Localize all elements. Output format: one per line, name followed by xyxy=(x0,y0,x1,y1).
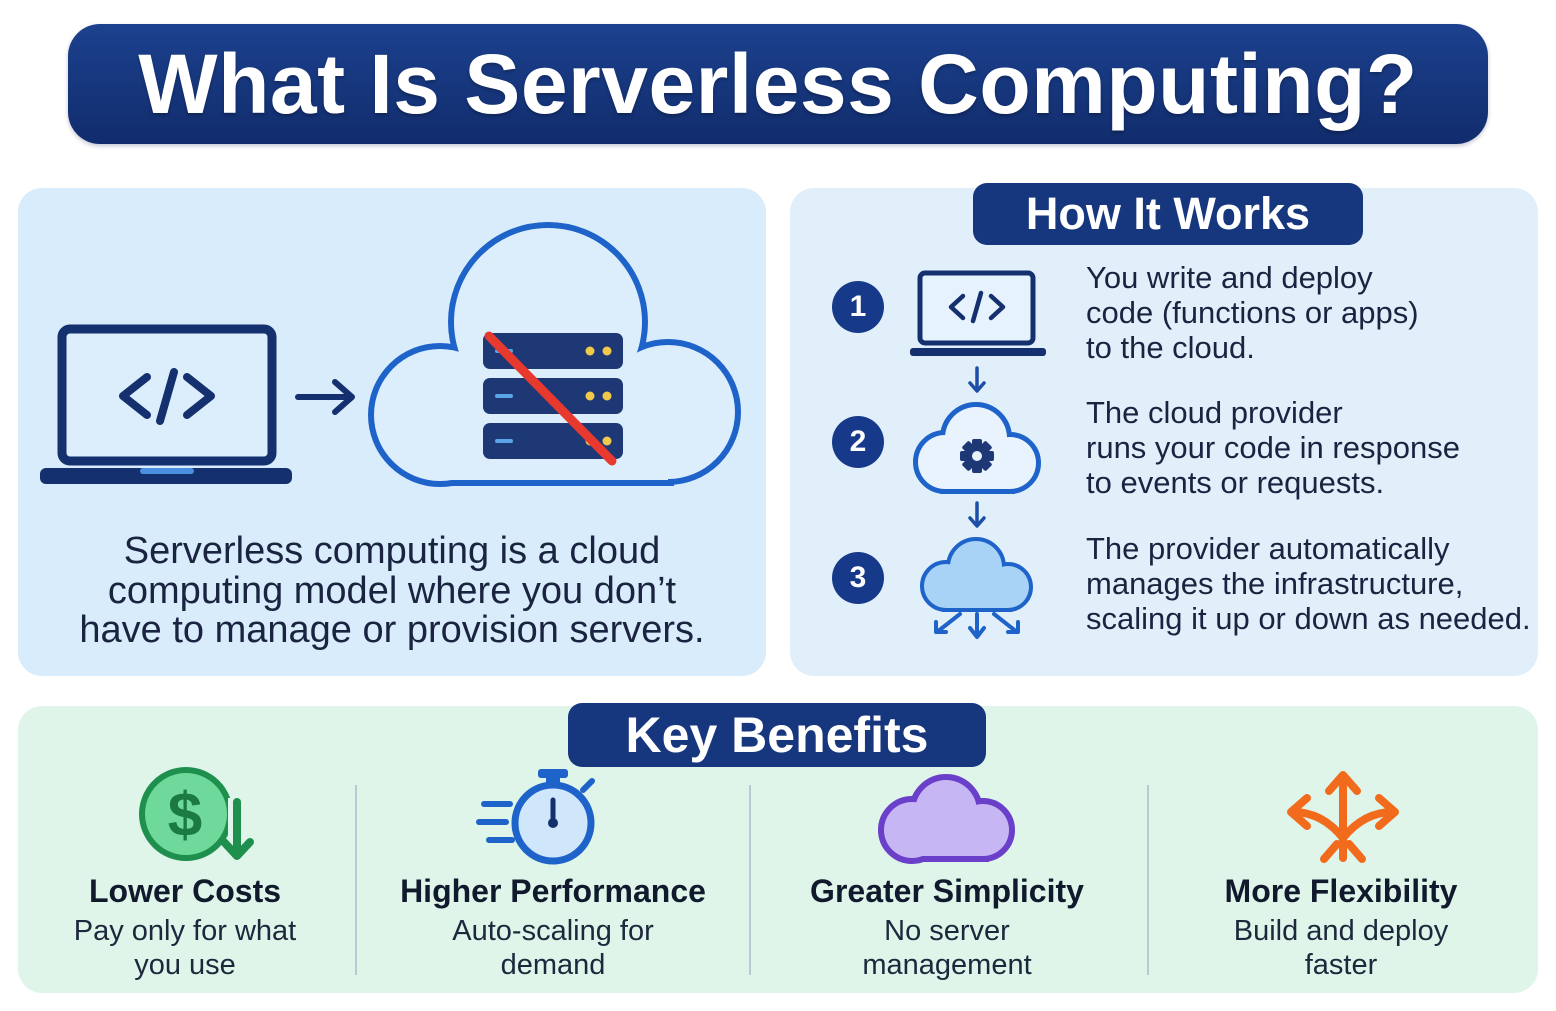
benefit-title: Greater Simplicity xyxy=(810,873,1084,909)
benefit-line: Build and deploy xyxy=(1233,915,1449,947)
overview-line: Serverless computing is a cloud xyxy=(123,530,661,572)
overview-description: Serverless computing is a cloud computin… xyxy=(18,530,766,651)
step-line: to the cloud. xyxy=(1086,330,1255,365)
step-number-badge: 2 xyxy=(832,416,884,468)
step-1-description: You write and deploy code (functions or … xyxy=(1086,260,1419,365)
benefit-title: More Flexibility xyxy=(1224,873,1458,909)
page-title: What Is Serverless Computing? xyxy=(138,37,1418,131)
benefit-title: Higher Performance xyxy=(400,873,706,909)
benefit-title: Lower Costs xyxy=(88,873,282,909)
step-2-description: The cloud provider runs your code in res… xyxy=(1086,395,1460,500)
step-number-badge: 1 xyxy=(832,281,884,333)
benefit-line: demand xyxy=(500,949,606,981)
benefit-line: management xyxy=(862,949,1032,981)
step-3-description: The provider automatically manages the i… xyxy=(1086,531,1531,636)
benefit-line: you use xyxy=(134,949,236,981)
step-line: The cloud provider xyxy=(1086,395,1343,430)
step-line: code (functions or apps) xyxy=(1086,295,1419,330)
benefit-line: Pay only for what xyxy=(73,915,297,947)
benefit-description: Pay only for what you use xyxy=(15,914,355,982)
benefit-line: faster xyxy=(1304,949,1378,981)
benefit-description: Auto-scaling for demand xyxy=(383,914,723,982)
step-line: scaling it up or down as needed. xyxy=(1086,601,1531,636)
overview-line: have to manage or provision servers. xyxy=(79,609,705,651)
step-line: to events or requests. xyxy=(1086,465,1385,500)
benefit-line: No server xyxy=(884,915,1010,947)
step-line: manages the infrastructure, xyxy=(1086,566,1464,601)
step-line: runs your code in response xyxy=(1086,430,1460,465)
benefit-description: Build and deploy faster xyxy=(1171,914,1511,982)
title-banner xyxy=(68,24,1488,144)
step-line: You write and deploy xyxy=(1086,260,1373,295)
overview-line: computing model where you don’t xyxy=(107,569,677,612)
key-benefits-heading: Key Benefits xyxy=(568,703,986,767)
benefit-description: No server management xyxy=(777,914,1117,982)
how-it-works-heading: How It Works xyxy=(973,183,1363,245)
benefit-line: Auto-scaling for xyxy=(452,915,654,947)
step-number-badge: 3 xyxy=(832,552,884,604)
step-line: The provider automatically xyxy=(1086,531,1450,566)
